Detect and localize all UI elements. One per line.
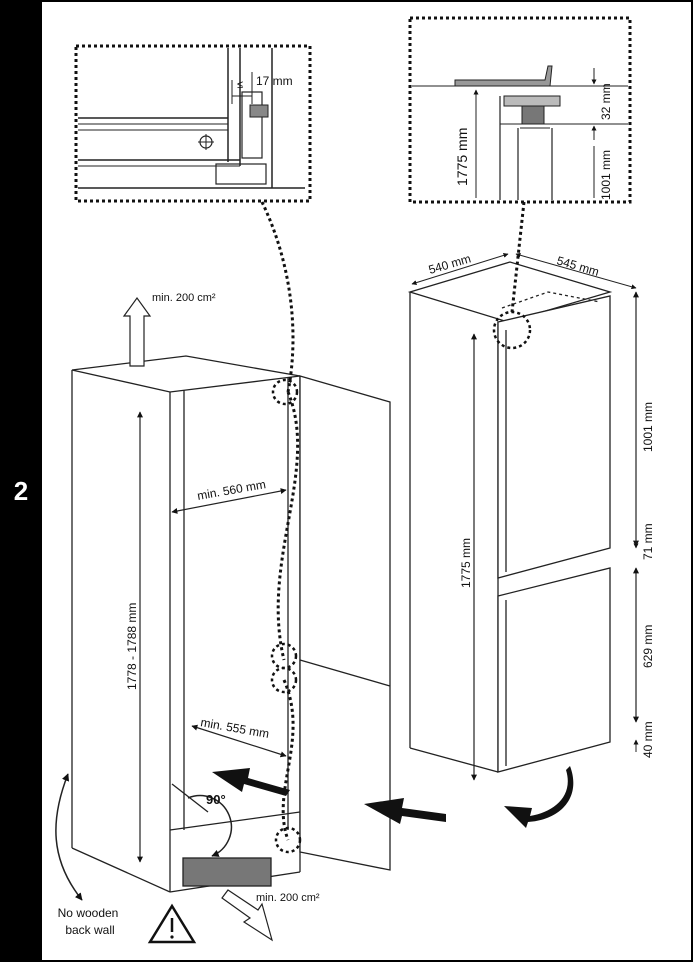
- label-back-wall-2: back wall: [65, 923, 114, 937]
- insert-arrow-left-icon: [212, 768, 290, 796]
- label-angle: 90°: [206, 792, 226, 807]
- step-number: 2: [14, 476, 28, 506]
- insert-arrow-right-icon: [364, 798, 446, 824]
- dim-fridge-depth: [411, 252, 509, 286]
- hinge-circle-top: [271, 378, 299, 406]
- label-1001mm-detail: 1001 mm: [599, 150, 613, 200]
- detail-top-gap: [408, 16, 632, 204]
- step-sidebar: [0, 0, 42, 962]
- label-bottom: 40 mm: [641, 721, 655, 758]
- label-gap: 71 mm: [641, 523, 655, 560]
- rotate-arrow-icon: [504, 766, 574, 828]
- connector-line-bottom: [281, 679, 295, 841]
- label-vent-top: min. 200 cm²: [152, 292, 216, 304]
- dim-width-upper: [171, 488, 287, 514]
- label-vent-bottom: min. 200 cm²: [256, 892, 320, 904]
- label-32mm: 32 mm: [599, 83, 613, 120]
- label-1775mm-detail: 1775 mm: [454, 128, 470, 186]
- connector-line-mid: [276, 391, 300, 661]
- label-fridge-height: 1775 mm: [459, 538, 473, 588]
- hinge-circle-mid-lower: [270, 666, 298, 694]
- vent-bottom-arrow-icon: [221, 889, 273, 942]
- le-symbol: ≤: [237, 79, 243, 91]
- label-17mm: 17 mm: [256, 74, 293, 88]
- dim-fridge-width: [515, 252, 637, 290]
- vent-top-arrow-icon: [122, 296, 152, 367]
- hinge-circle-bottom: [274, 826, 302, 854]
- warning-triangle-icon: [147, 903, 197, 944]
- cabinet-drawing: [71, 355, 391, 893]
- label-lower-door: 629 mm: [641, 625, 655, 668]
- label-back-wall-1: No wooden: [58, 906, 119, 920]
- detail-hinge-top: [74, 44, 312, 203]
- label-upper-door: 1001 mm: [641, 402, 655, 452]
- angle-arc: [187, 794, 233, 857]
- back-wall-arrow-icon: [55, 773, 83, 901]
- dim-width-lower: [191, 724, 287, 758]
- connector-line-top: [260, 201, 295, 393]
- label-cabinet-height: 1778 - 1788 mm: [125, 603, 139, 690]
